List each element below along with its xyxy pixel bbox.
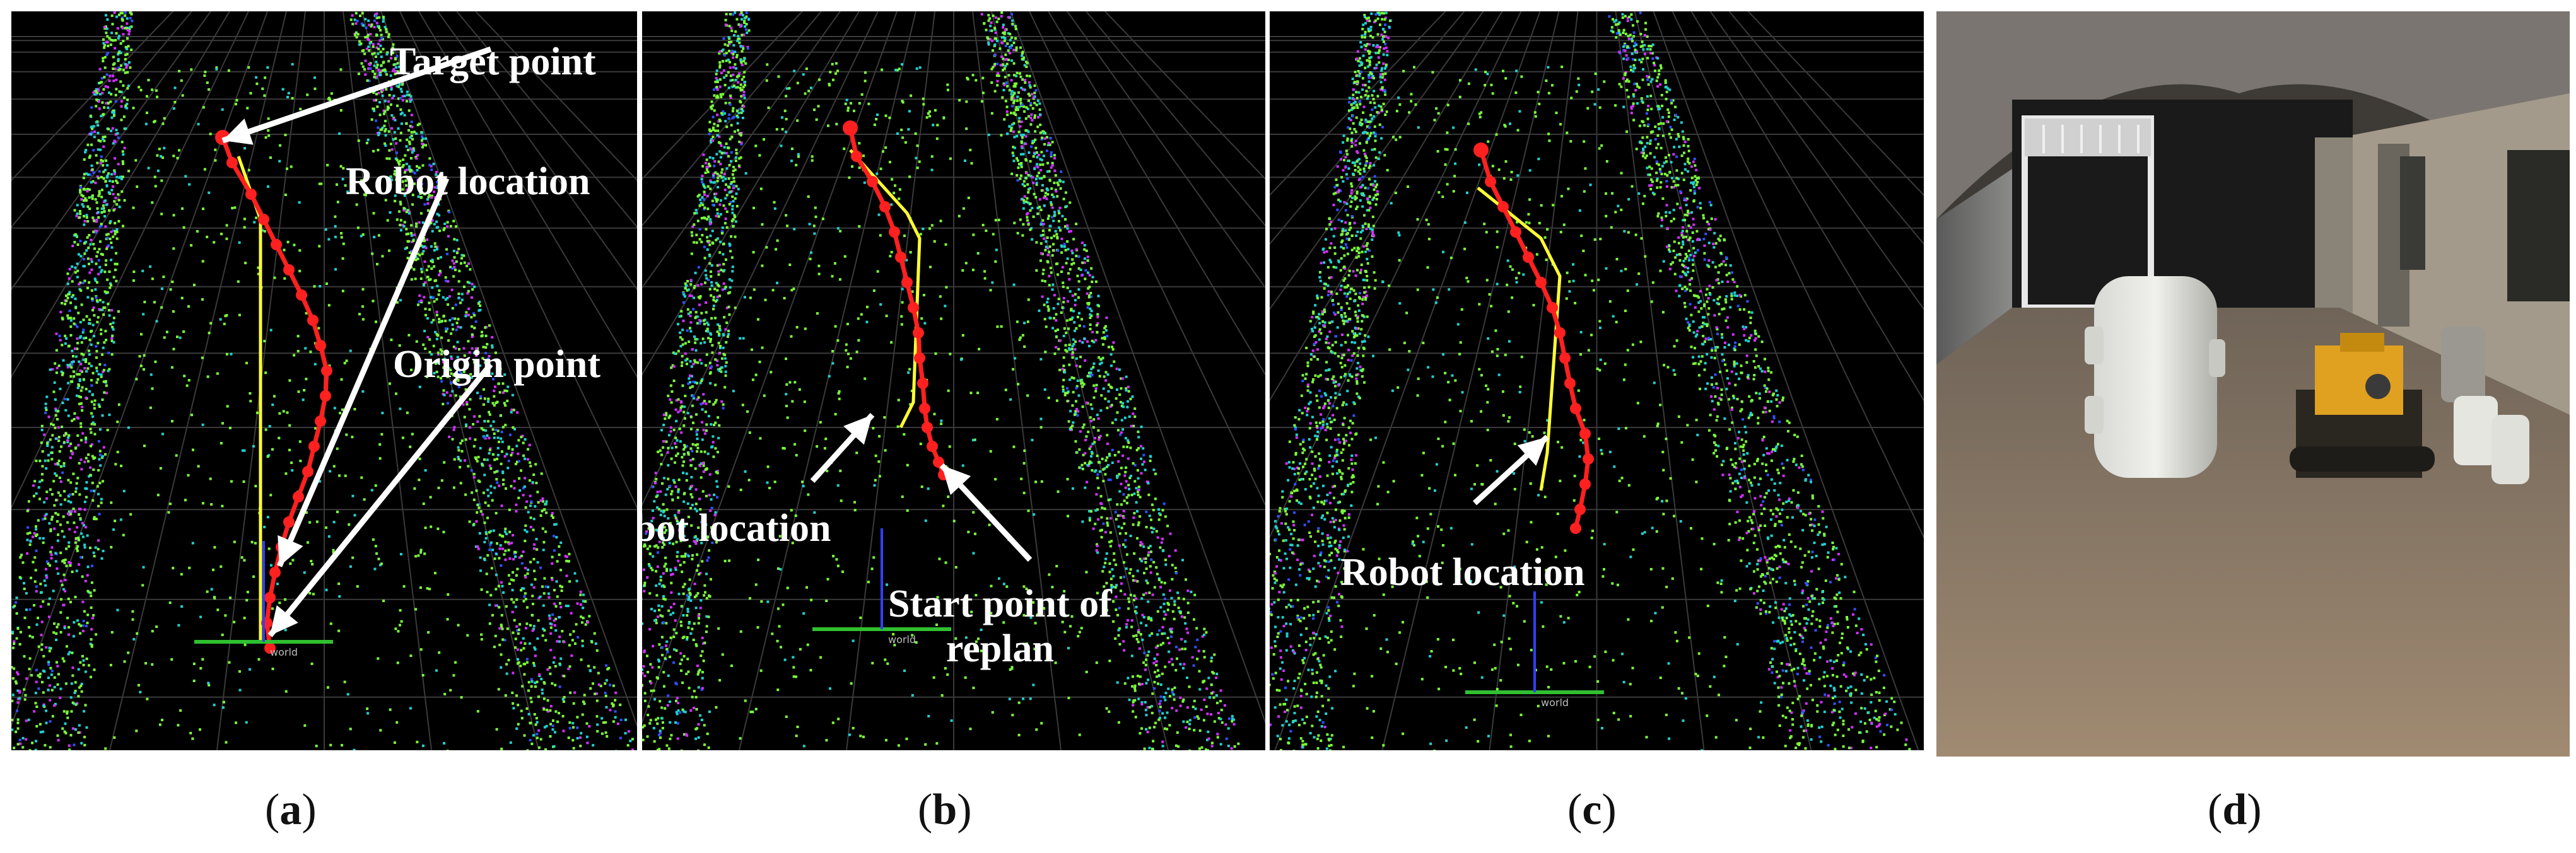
floor-grid [1270,11,1924,750]
panel-a-point-cloud: world Target point Robot location Origin… [11,11,637,750]
label-replan-line1: Start point of [888,583,1112,625]
floor-grid [642,11,1265,750]
caption-c: (c) [1567,786,1617,834]
panel-b-point-cloud: world Robot location Start point of repl… [642,11,1265,750]
straight-path-line [849,149,922,429]
planned-path-line [1478,149,1591,529]
annotation-arrows [1472,434,1550,506]
panel-c-scene: world [1270,11,1924,750]
point-cloud [1270,11,1911,750]
panel-c-point-cloud: world Robot location [1270,11,1924,750]
panel-d-tunnel-photo [1936,11,2570,757]
tunnel-photo-illustration [1936,11,2570,757]
annotation-arrows [810,412,1033,562]
caption-a: (a) [265,786,317,834]
world-frame-label: world [1541,697,1569,709]
point-cloud [642,11,1240,750]
straight-path-line [1477,187,1562,491]
planned-path-line [848,127,946,476]
label-robot-location: Robot location [642,507,831,550]
caption-b: (b) [918,786,972,834]
path-waypoints [1473,142,1594,534]
world-frame-label: world [888,634,916,646]
label-robot-location: Robot location [346,160,590,203]
point-cloud [11,11,635,750]
label-replan-start: Start point of replan [888,582,1112,672]
label-origin-point: Origin point [393,343,601,386]
label-replan-line2: replan [946,627,1054,671]
annotation-arrows [221,46,493,637]
panel-a-scene: world [11,11,637,750]
panel-b-scene: world [642,11,1265,750]
label-robot-location: Robot location [1340,551,1585,594]
straight-path-line [237,156,270,644]
world-frame-label: world [270,646,298,658]
path-waypoints [843,120,949,480]
label-target-point: Target point [390,40,596,83]
caption-d: (d) [2208,786,2262,834]
